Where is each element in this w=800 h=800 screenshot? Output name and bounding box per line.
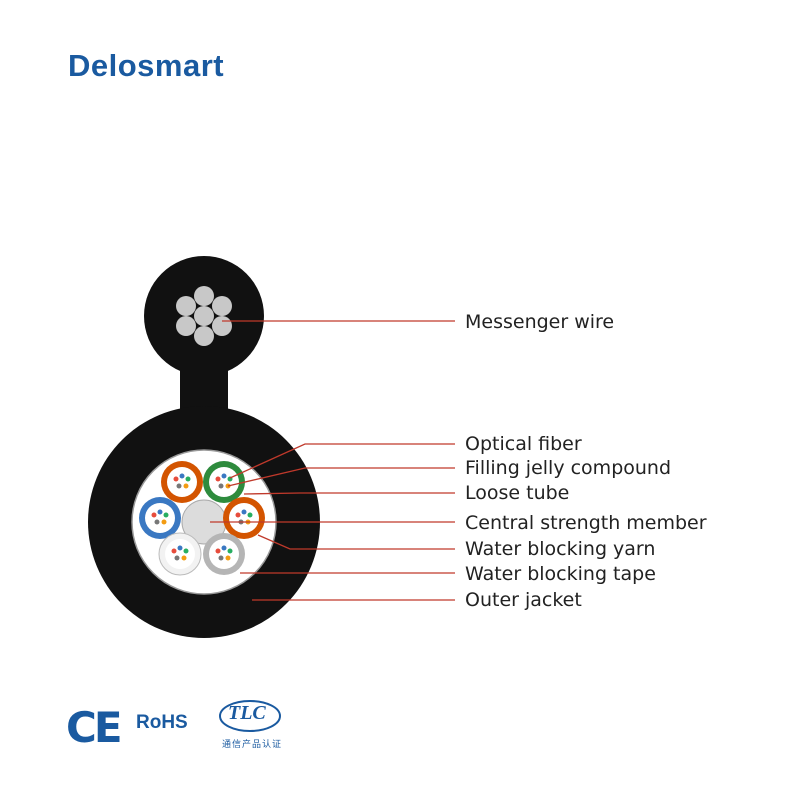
label-messenger-wire: Messenger wire — [465, 311, 615, 333]
label-central-strength-member: Central strength member — [465, 512, 707, 534]
messenger-strands — [176, 286, 232, 346]
label-loose-tube: Loose tube — [465, 482, 570, 504]
ce-mark: CE — [66, 703, 122, 752]
loose-tubes — [139, 461, 265, 576]
tlc-logo-subtext: 通信产品认证 — [222, 739, 283, 749]
label-filling-jelly-compound: Filling jelly compound — [465, 457, 672, 479]
leader-water-blocking-yarn — [257, 534, 455, 550]
brand-logo: Delosmart — [68, 48, 225, 83]
label-optical-fiber: Optical fiber — [465, 433, 582, 455]
leader-filling-jelly — [227, 467, 455, 487]
leader-optical-fiber — [229, 443, 455, 479]
label-water-blocking-yarn: Water blocking yarn — [465, 538, 656, 560]
leader-loose-tube — [243, 492, 455, 495]
optical-fibers — [151, 473, 253, 561]
leader-lines — [210, 320, 455, 601]
tlc-certification-logo: TLC 通信产品认证 — [216, 698, 284, 752]
label-water-blocking-tape: Water blocking tape — [465, 563, 656, 585]
tlc-logo-text: TLC — [228, 702, 266, 724]
label-outer-jacket: Outer jacket — [465, 589, 582, 611]
rohs-mark: RoHS — [136, 712, 188, 733]
